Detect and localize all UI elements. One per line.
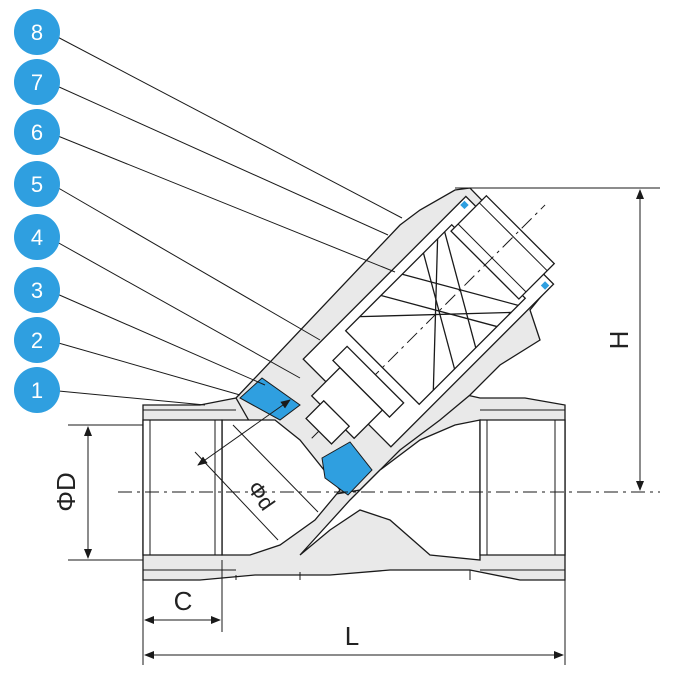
dimension-l-label: L [345,621,359,651]
dimension-phi-D: ΦD [51,424,143,561]
inner-assembly [302,194,556,448]
callout-3: 3 [14,267,60,313]
callout-6: 6 [14,109,60,155]
callout-5: 5 [14,161,60,207]
callout-label: 4 [31,225,43,250]
callout-label: 2 [31,328,43,353]
callout-label: 5 [31,172,43,197]
callout-label: 7 [31,70,43,95]
dimension-phi-D-label: ΦD [51,472,81,512]
callout-label: 1 [31,378,43,403]
callout-label: 6 [31,120,43,145]
callout-label: 3 [31,278,43,303]
dimension-c-label: C [174,586,193,616]
dimension-l: L [144,580,566,665]
seat-seal-lower [321,441,373,496]
dimension-c: C [142,560,223,665]
callout-list: 8 7 6 5 4 3 2 1 [14,9,60,413]
callout-1: 1 [14,367,60,413]
callout-8: 8 [14,9,60,55]
seal-ring-top [460,200,469,210]
callout-2: 2 [14,317,60,363]
callout-leaders [47,31,403,406]
dimension-h-label: H [604,331,634,350]
callout-label: 8 [31,20,43,45]
callout-4: 4 [14,214,60,260]
dimension-h: H [455,187,660,491]
callout-7: 7 [14,59,60,105]
